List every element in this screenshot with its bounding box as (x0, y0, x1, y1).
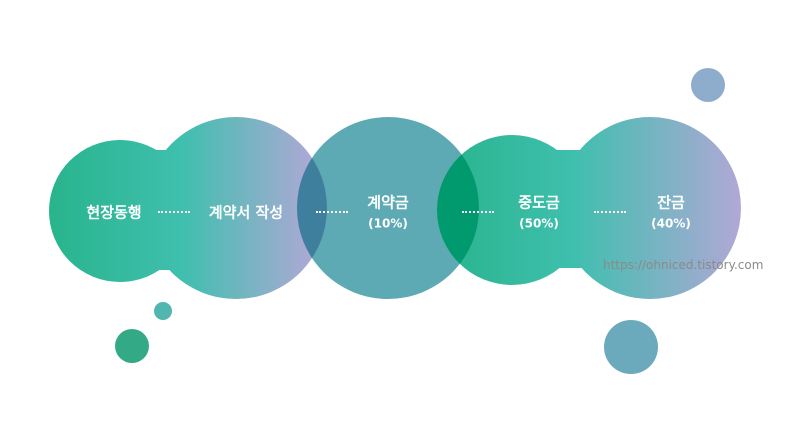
dotted-connector-2 (316, 211, 348, 213)
bubble-left (115, 329, 149, 363)
down-payment-percent: (10%) (368, 216, 408, 231)
dotted-connector-1 (158, 211, 190, 213)
step-balance-payment: 잔금 (40%) (651, 193, 691, 231)
middle-circle (297, 117, 479, 299)
bubble-small-left (154, 302, 172, 320)
step-site-visit: 현장동행 (86, 203, 142, 222)
right-blob (437, 117, 741, 299)
step-contract-writing: 계약서 작성 (208, 203, 284, 222)
left-blob (49, 117, 327, 299)
dotted-connector-4 (594, 211, 626, 213)
bubble-bottom-right (604, 320, 658, 374)
interim-payment-percent: (50%) (519, 216, 559, 231)
dotted-connector-3 (462, 211, 494, 213)
bubble-top-right (691, 68, 725, 102)
step-interim-payment: 중도금 (50%) (518, 193, 560, 231)
watermark-url: https://ohniced.tistory.com (603, 258, 764, 272)
step-down-payment: 계약금 (10%) (367, 193, 409, 231)
balance-payment-percent: (40%) (651, 216, 691, 231)
